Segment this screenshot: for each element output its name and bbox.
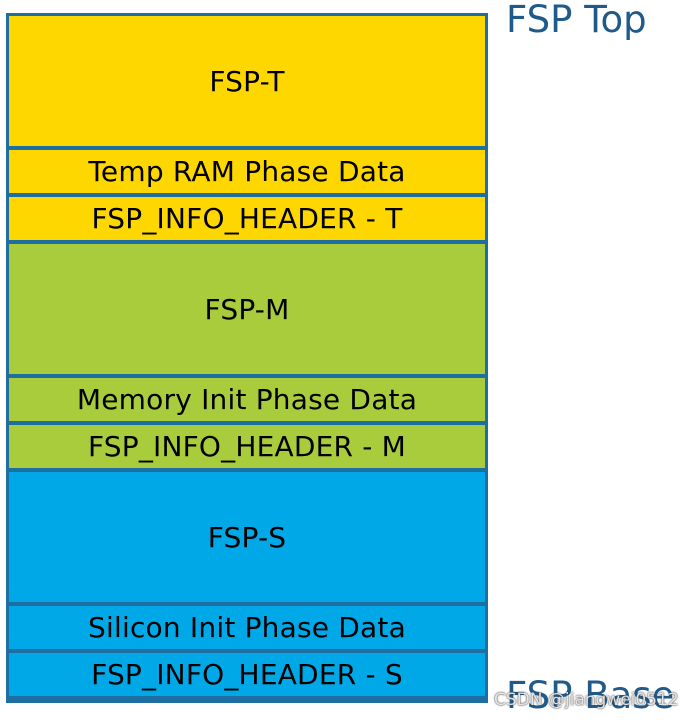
- memory-init-phase-data-block: Memory Init Phase Data: [9, 378, 485, 421]
- fsp-info-header-t-block: FSP_INFO_HEADER - T: [9, 197, 485, 240]
- fsp-top-label: FSP Top: [506, 0, 647, 41]
- fsp-t-block: FSP-T: [9, 16, 485, 146]
- temp-ram-phase-data-block: Temp RAM Phase Data: [9, 150, 485, 193]
- fsp-base-label: FSP Base: [506, 674, 675, 717]
- fsp-info-header-s-block: FSP_INFO_HEADER - S: [9, 653, 485, 696]
- watermark: CSDN @jiangwei0512: [494, 690, 679, 710]
- fsp-s-block: FSP-S: [9, 472, 485, 602]
- fsp-m-block: FSP-M: [9, 244, 485, 374]
- fsp-memory-stack: FSP-T Temp RAM Phase Data FSP_INFO_HEADE…: [6, 13, 488, 703]
- fsp-info-header-m-block: FSP_INFO_HEADER - M: [9, 425, 485, 468]
- silicon-init-phase-data-block: Silicon Init Phase Data: [9, 606, 485, 649]
